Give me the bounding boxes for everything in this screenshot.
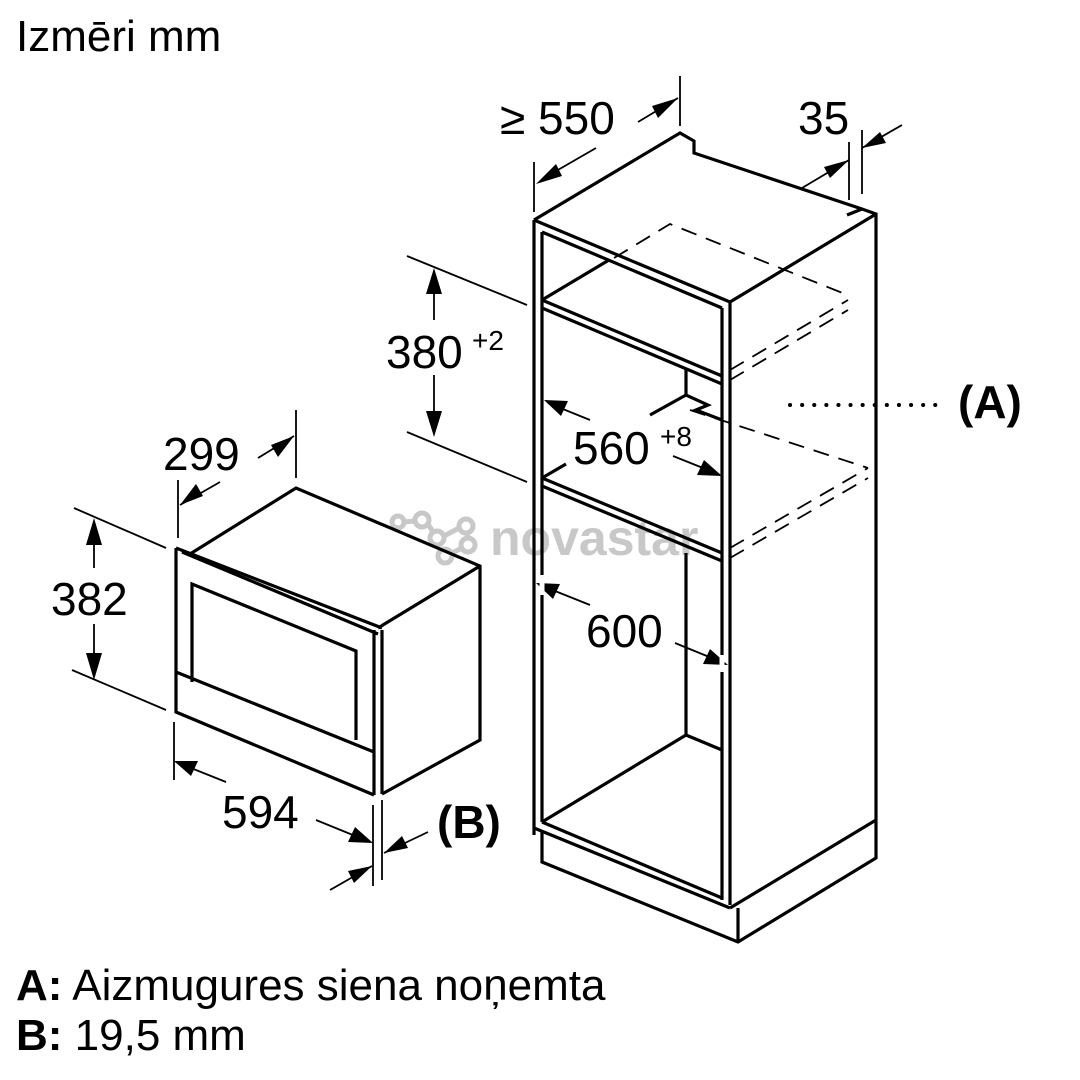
niche-width-tolerance: +8 — [660, 421, 692, 452]
cabinet-depth-label: ≥ 550 — [500, 92, 615, 144]
niche-width-label: 560 — [573, 422, 650, 474]
cabinet-top-offset-label: 35 — [798, 92, 849, 144]
legend-item-b: B: 19,5 mm — [16, 1012, 246, 1060]
appliance-depth-label: 299 — [163, 428, 240, 480]
legend-item-a: A: Aizmugures siena noņemta — [16, 962, 605, 1010]
page-title: Izmēri mm — [16, 12, 222, 61]
watermark-logo-icon — [389, 510, 478, 566]
legend-text-a: Aizmugures siena noņemta — [72, 961, 606, 1010]
niche-height-tolerance: +2 — [472, 325, 504, 356]
legend-key-b: B: — [16, 1011, 63, 1060]
cabinet-width-label: 600 — [586, 605, 663, 657]
tall-cabinet — [532, 131, 947, 944]
callout-b: (B) — [437, 796, 501, 848]
built-in-appliance — [174, 486, 482, 797]
cabinet-dimensions — [406, 76, 903, 672]
legend-key-a: A: — [16, 961, 63, 1010]
niche-height-label: 380 — [386, 326, 463, 378]
appliance-height-label: 382 — [51, 573, 128, 625]
legend-text-b: 19,5 mm — [74, 1011, 246, 1060]
appliance-dimensions — [71, 410, 429, 891]
watermark: novastar — [389, 510, 698, 566]
callout-a: (A) — [958, 376, 1022, 428]
appliance-width-label: 594 — [222, 786, 299, 838]
